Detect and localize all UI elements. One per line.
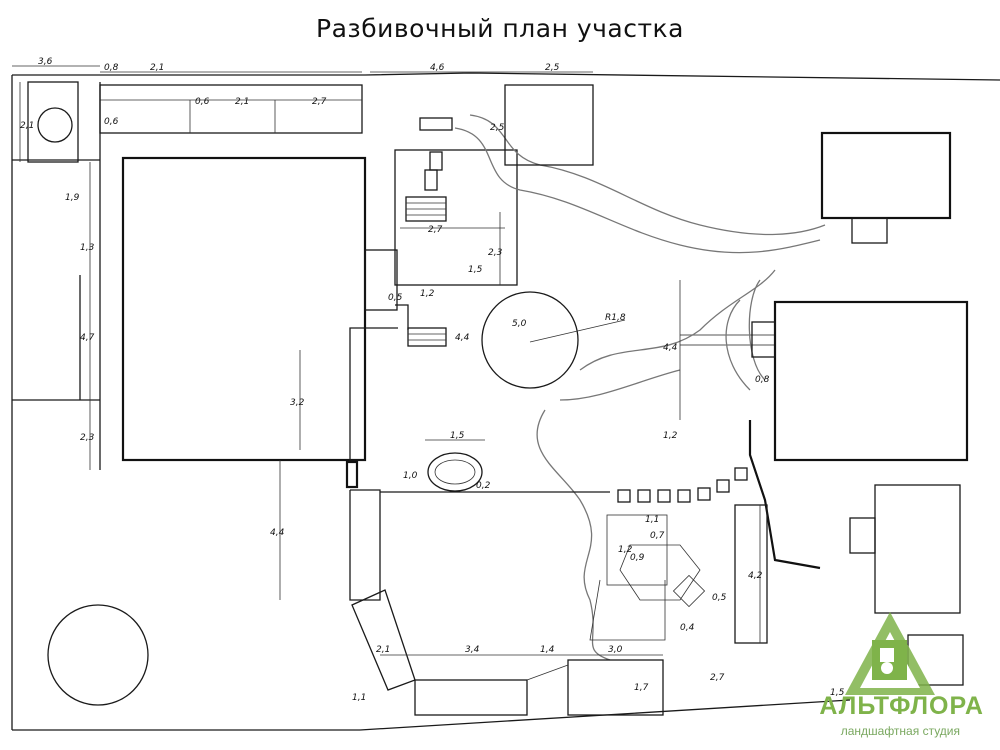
dim-label: 1,0 xyxy=(403,471,418,481)
dim-label: 2,5 xyxy=(490,123,505,133)
top-left-feature xyxy=(27,81,363,163)
dim-label: 2,7 xyxy=(428,225,443,235)
dimension-lines xyxy=(12,65,761,656)
dim-label: 2,1 xyxy=(235,97,249,107)
dim-label: 1,2 xyxy=(420,289,435,299)
dim-label: 0,9 xyxy=(630,553,645,563)
dim-label: 0,7 xyxy=(650,531,665,541)
dim-label: 3,2 xyxy=(290,398,305,408)
plan-title: Разбивочный план участка xyxy=(316,14,684,43)
dim-label: 2,5 xyxy=(545,63,560,73)
dim-label: 0,8 xyxy=(755,375,770,385)
dim-label: 0,5 xyxy=(712,593,727,603)
dim-label: 4,4 xyxy=(663,343,678,353)
paving-pattern xyxy=(589,504,768,644)
dim-label: 5,0 xyxy=(512,319,527,329)
dim-label: 4,2 xyxy=(748,571,763,581)
dim-label: 1,5 xyxy=(830,688,845,698)
dim-label: 1,2 xyxy=(618,545,633,555)
oval-feature xyxy=(427,452,483,492)
dim-label: 2,1 xyxy=(376,645,390,655)
garden-path xyxy=(454,114,826,661)
dim-label: 2,7 xyxy=(710,673,725,683)
bottom-walls xyxy=(349,489,664,716)
dim-label: 0,2 xyxy=(476,481,491,491)
round-pond xyxy=(481,291,626,389)
dim-label: R1,8 xyxy=(605,313,626,323)
right-buildings xyxy=(504,84,969,686)
round-lawn xyxy=(47,604,149,706)
dim-label: 4,4 xyxy=(455,333,470,343)
dim-label: 3,4 xyxy=(465,645,480,655)
dim-label: 0,8 xyxy=(104,63,119,73)
dim-label: 4,7 xyxy=(80,333,95,343)
main-house xyxy=(121,156,367,462)
dim-label: 3,0 xyxy=(608,645,623,655)
dim-label: 1,3 xyxy=(80,243,95,253)
right-fence xyxy=(617,420,821,570)
dim-label: 2,3 xyxy=(488,248,503,258)
terrace xyxy=(394,117,518,347)
dim-label: 1,4 xyxy=(540,645,555,655)
dim-label: 0,4 xyxy=(680,623,695,633)
brand-name: АЛЬТФЛОРА xyxy=(819,692,984,720)
brand-subtitle: ландшафтная студия xyxy=(840,724,960,738)
dim-label: 2,1 xyxy=(150,63,164,73)
dim-label: 1,7 xyxy=(634,683,649,693)
dim-label: 4,6 xyxy=(430,63,445,73)
dim-label: 0,6 xyxy=(104,117,119,127)
dim-label: 1,9 xyxy=(65,193,80,203)
property-boundary xyxy=(11,72,1000,731)
dim-label: 4,4 xyxy=(270,528,285,538)
dim-label: 0,5 xyxy=(388,293,403,303)
dim-label: 2,1 xyxy=(20,121,34,131)
dim-label: 1,5 xyxy=(450,431,465,441)
dim-label: 2,7 xyxy=(312,97,327,107)
dim-label: 1,2 xyxy=(663,431,678,441)
dim-label: 0,6 xyxy=(195,97,210,107)
dim-label: 1,5 xyxy=(468,265,483,275)
house-annex xyxy=(345,249,398,489)
dim-label: 2,3 xyxy=(80,433,95,443)
dim-label: 1,1 xyxy=(352,693,366,703)
dim-label: 1,1 xyxy=(645,515,659,525)
left-strip xyxy=(12,82,101,470)
dim-label: 3,6 xyxy=(38,57,53,67)
dimension-labels: 3,6 0,8 2,1 4,6 2,5 2,1 0,6 2,1 2,7 0,6 … xyxy=(20,57,845,703)
brand-logo-mark xyxy=(845,612,935,695)
